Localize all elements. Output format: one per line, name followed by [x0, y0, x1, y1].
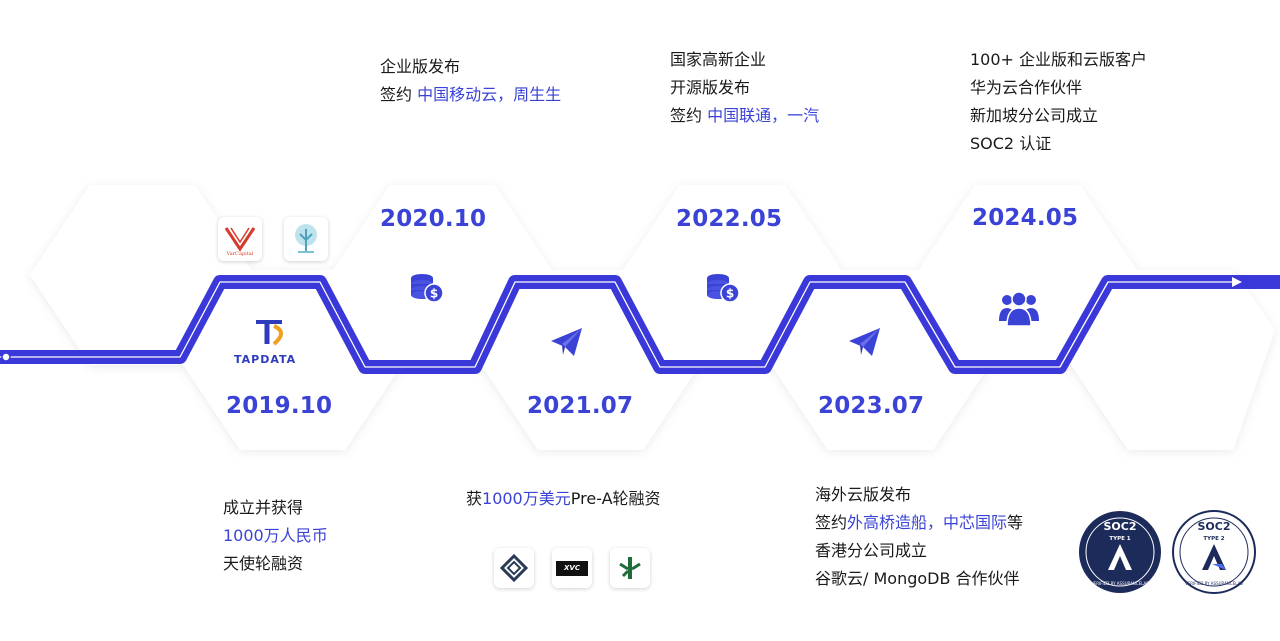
year-2023: 2023.07 — [818, 393, 925, 419]
soc2-type1-title: SOC2 — [1104, 520, 1137, 533]
milestone-text: 企业版发布 — [380, 57, 461, 76]
milestone-2019-text: 成立并获得 1000万人民币天使轮融资 — [223, 494, 328, 578]
milestone-line: 企业版发布 — [380, 53, 561, 81]
milestone-text: Pre-A轮融资 — [570, 489, 661, 508]
varcapital-logo: VarCapital — [218, 217, 262, 261]
xvc-logo-text: XVC — [564, 564, 580, 572]
soc2-type1-ring: VERIFIED BY ASSURANCELAB — [1091, 581, 1149, 586]
svg-text:$: $ — [726, 287, 734, 301]
svg-text:$: $ — [430, 287, 438, 301]
milestone-text: 签约 — [815, 513, 848, 532]
milestone-highlight: 外高桥造船，中芯国际 — [847, 513, 1008, 532]
soc2-type2-ring: VERIFIED BY ASSURANCELAB — [1185, 581, 1243, 586]
milestone-line: 华为云合作伙伴 — [970, 74, 1147, 102]
tree-logo-icon — [295, 224, 317, 253]
investor-logo-knot — [494, 548, 534, 588]
year-2021: 2021.07 — [527, 393, 634, 419]
milestone-2020-text: 企业版发布签约 中国移动云，周生生 — [380, 53, 561, 109]
soc2-type2-type: TYPE 2 — [1203, 536, 1224, 542]
milestone-line: 海外云版发布 — [815, 481, 1023, 509]
milestone-line: 1000万人民币 — [223, 522, 328, 550]
varcapital-logo-text: VarCapital — [226, 251, 254, 257]
soc2-type1-badge: SOC2 TYPE 1 VERIFIED BY ASSURANCELAB — [1079, 511, 1161, 593]
tapdata-logo-icon — [256, 320, 283, 346]
milestone-line: 新加坡分公司成立 — [970, 102, 1147, 130]
milestone-line: 签约外高桥造船，中芯国际等 — [815, 509, 1023, 537]
soc2-type2-title: SOC2 — [1198, 520, 1231, 533]
milestone-text: 香港分公司成立 — [815, 541, 928, 560]
milestone-text: 国家高新企业 — [670, 50, 767, 69]
milestone-line: 获1000万美元Pre-A轮融资 — [466, 485, 661, 513]
milestone-line: 国家高新企业 — [670, 46, 819, 74]
milestone-highlight: 1000万人民币 — [223, 526, 328, 545]
investor-logo-green — [610, 548, 650, 588]
milestone-line: 签约 中国移动云，周生生 — [380, 81, 561, 109]
hex-bot-1 — [478, 270, 703, 450]
investor-logo-tree — [284, 217, 328, 261]
milestone-highlight: 中国联通，一汽 — [707, 106, 820, 125]
year-2019: 2019.10 — [226, 393, 333, 419]
soc2-type2-badge: SOC2 TYPE 2 VERIFIED BY ASSURANCELAB — [1172, 510, 1256, 594]
xvc-logo: XVC — [552, 548, 592, 588]
coins-dollar-icon: $ — [707, 274, 740, 303]
milestone-text: 天使轮融资 — [223, 554, 304, 573]
coins-dollar-icon: $ — [411, 274, 444, 303]
year-2024: 2024.05 — [972, 205, 1079, 231]
milestone-line: 天使轮融资 — [223, 550, 328, 578]
knot-logo-icon — [500, 554, 528, 582]
milestone-text: 签约 — [380, 85, 418, 104]
milestone-line: 谷歌云/ MongoDB 合作伙伴 — [815, 565, 1023, 593]
paper-plane-icon — [551, 328, 582, 356]
users-group-icon — [999, 291, 1039, 327]
milestone-highlight: 1000万美元 — [482, 489, 571, 508]
milestone-text: 海外云版发布 — [815, 485, 912, 504]
milestone-text: 开源版发布 — [670, 78, 751, 97]
hex-bot-3 — [1068, 270, 1275, 450]
milestone-2023-text: 海外云版发布签约外高桥造船，中芯国际等香港分公司成立谷歌云/ MongoDB 合… — [815, 481, 1023, 593]
milestone-text: 成立并获得 — [223, 498, 304, 517]
milestone-line: 100+ 企业版和云版客户 — [970, 46, 1147, 74]
hex-bot-0 — [180, 270, 405, 450]
tapdata-logo-text: TAPDATA — [234, 353, 297, 366]
year-2020: 2020.10 — [380, 206, 487, 232]
green-logo-icon — [619, 557, 641, 579]
xvc-logo-box: XVC — [556, 560, 588, 576]
varcapital-mark: VarCapital — [224, 227, 256, 257]
soc2-type1-type: TYPE 1 — [1109, 536, 1130, 542]
timeline-arrow-head — [1232, 277, 1242, 287]
hex-bot-2 — [768, 270, 993, 450]
milestone-highlight: 中国移动云，周生生 — [417, 85, 562, 104]
milestone-text: 等 — [1007, 513, 1024, 532]
milestone-text: 签约 — [670, 106, 708, 125]
milestone-text: 100+ 企业版和云版客户 — [970, 50, 1148, 69]
milestone-2022-text: 国家高新企业开源版发布签约 中国联通，一汽 — [670, 46, 819, 130]
milestone-2021-text: 获1000万美元Pre-A轮融资 — [466, 485, 661, 513]
milestone-2024-text: 100+ 企业版和云版客户华为云合作伙伴新加坡分公司成立 SOC2 认证 — [970, 46, 1147, 158]
milestone-line: SOC2 认证 — [970, 130, 1147, 158]
year-2022: 2022.05 — [676, 206, 783, 232]
milestone-text: 谷歌云/ MongoDB 合作伙伴 — [815, 569, 1020, 588]
milestone-line: 开源版发布 — [670, 74, 819, 102]
milestone-line: 香港分公司成立 — [815, 537, 1023, 565]
milestone-line: 成立并获得 — [223, 494, 328, 522]
milestone-text: SOC2 认证 — [970, 134, 1052, 153]
paper-plane-icon — [849, 328, 880, 356]
milestone-text: 华为云合作伙伴 — [970, 78, 1083, 97]
timeline-start-dot — [1, 352, 11, 362]
milestone-line: 签约 中国联通，一汽 — [670, 102, 819, 130]
milestone-text: 获 — [466, 489, 483, 508]
milestone-text: 新加坡分公司成立 — [970, 106, 1099, 125]
